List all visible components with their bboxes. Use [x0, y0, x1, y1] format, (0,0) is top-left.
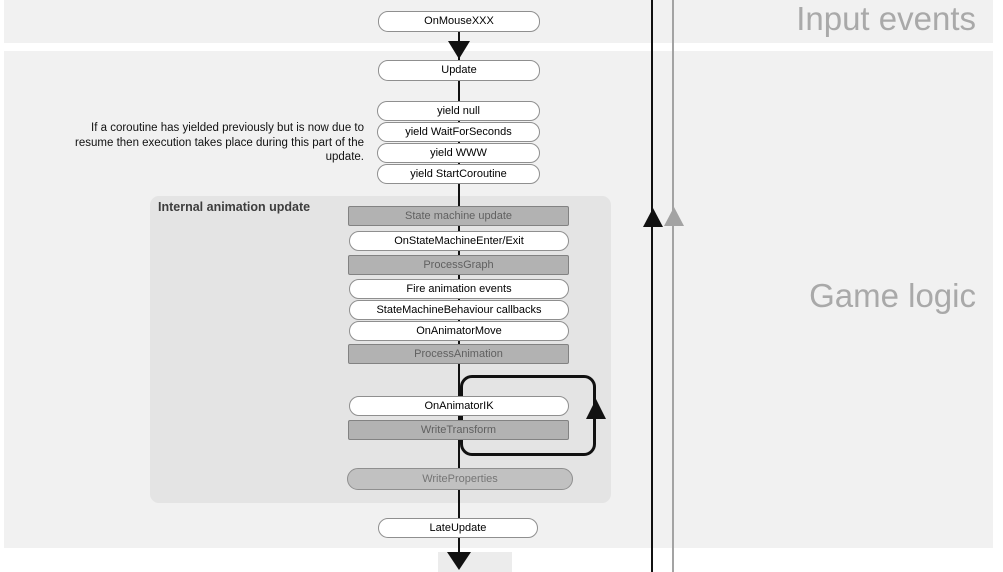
coroutine-annotation-line: update. — [325, 151, 364, 163]
node-fire-animation-events: Fire animation events — [349, 279, 569, 299]
node-writeproperties: WriteProperties — [347, 468, 573, 490]
node-state-machine-update: State machine update — [348, 206, 569, 226]
node-onstatemachineenter-exit: OnStateMachineEnter/Exit — [349, 231, 569, 251]
node-writetransform: WriteTransform — [348, 420, 569, 440]
arrow-down-icon — [448, 41, 470, 59]
node-yield-null: yield null — [377, 101, 540, 121]
arrow-down-icon — [447, 552, 471, 570]
coroutine-annotation: If a coroutine has yielded previously bu… — [42, 121, 364, 165]
node-yield-waitforseconds: yield WaitForSeconds — [377, 122, 540, 142]
arrow-up-icon — [643, 208, 663, 227]
node-processanimation: ProcessAnimation — [348, 344, 569, 364]
node-lateupdate: LateUpdate — [378, 518, 538, 538]
arrow-up-grey-icon — [664, 207, 684, 226]
node-onanimatorik: OnAnimatorIK — [349, 396, 569, 416]
coroutine-annotation-line: If a coroutine has yielded previously bu… — [91, 122, 364, 134]
node-update: Update — [378, 60, 540, 81]
secondary-loop-line — [672, 0, 674, 572]
section-label-game-logic: Game logic — [809, 277, 976, 314]
node-yield-www: yield WWW — [377, 143, 540, 163]
loop-arrow-up-icon — [586, 399, 606, 419]
node-statemachinebehaviour-callbacks: StateMachineBehaviour callbacks — [349, 300, 569, 320]
node-yield-startcoroutine: yield StartCoroutine — [377, 164, 540, 184]
section-band-input-events: Input events — [4, 0, 993, 43]
internal-animation-update-label: Internal animation update — [158, 200, 311, 214]
node-onanimatormove: OnAnimatorMove — [349, 321, 569, 341]
node-onmousexxx: OnMouseXXX — [378, 11, 540, 32]
coroutine-annotation-line: resume then execution takes place during… — [75, 136, 364, 149]
section-label-input-events: Input events — [796, 0, 976, 37]
physics-loop-line — [651, 0, 653, 572]
node-processgraph: ProcessGraph — [348, 255, 569, 275]
